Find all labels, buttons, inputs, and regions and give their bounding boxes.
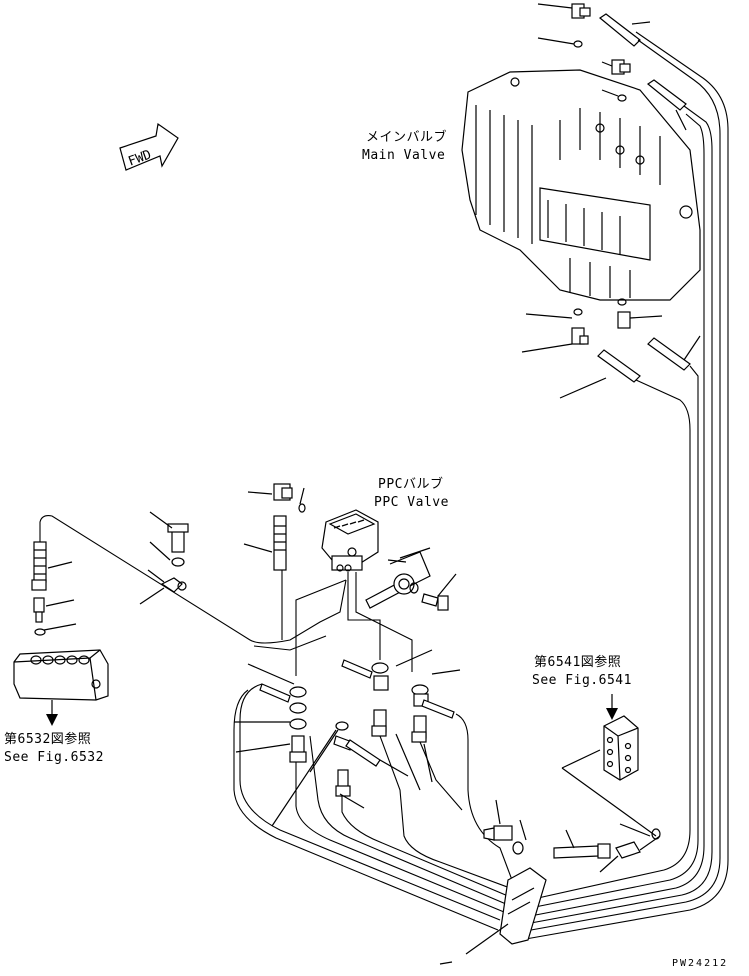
bottom-right-fittings [483,799,661,873]
ref-6541-label-en: See Fig.6541 [532,673,632,688]
middle-fittings [234,570,461,827]
main-valve-label-en: Main Valve [362,148,446,163]
bottom-clamp [439,867,547,965]
ppc-valve-label-jp: PPCバルブ [378,477,444,492]
ppc-right-fittings [365,551,457,611]
left-manifold-block [13,649,109,726]
clamp-bolt [139,511,189,605]
fwd-arrow-icon: FWD [119,122,179,171]
drawing-code: PW24212 [672,958,729,969]
ppc-valve-label-en: PPC Valve [374,495,449,510]
ref-6532-label-en: See Fig.6532 [4,750,104,765]
ref-6541-label-jp: 第6541図参照 [534,655,622,670]
ppc-fittings [243,483,306,571]
main-valve-top-fittings [537,3,687,131]
lower-hose-bundle [233,683,513,931]
left-ppc-hose [39,515,347,651]
main-valve [461,69,701,301]
right-hose-bundle [519,31,729,941]
left-fittings [31,541,77,636]
main-valve-label-jp: メインバルブ [366,130,448,145]
ref-6532-label-jp: 第6532図参照 [4,732,92,747]
fwd-text: FWD [126,147,153,169]
connector-block-6541 [561,694,657,837]
main-valve-bottom-fittings [521,298,701,399]
